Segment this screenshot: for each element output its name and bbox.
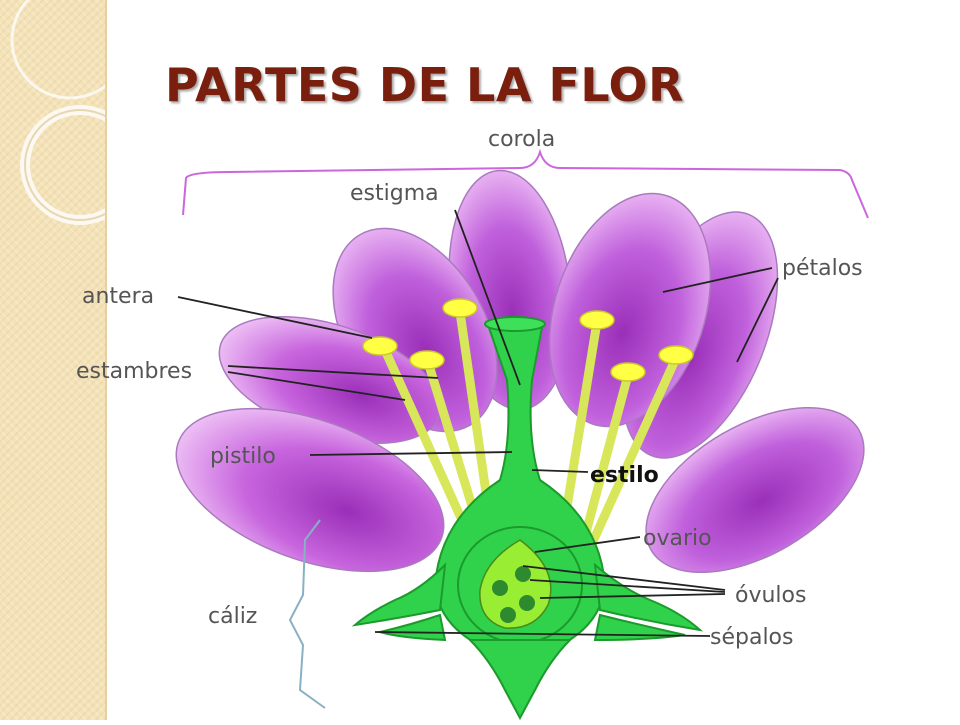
filament xyxy=(585,353,681,553)
leader-estambres xyxy=(227,365,439,379)
anther xyxy=(442,298,478,318)
label-sepalos: sépalos xyxy=(710,625,793,650)
label-ovario: ovario xyxy=(643,526,712,551)
ovule xyxy=(515,566,531,582)
filament xyxy=(575,370,633,560)
leader-petalos xyxy=(662,267,773,293)
label-antera: antera xyxy=(82,284,154,309)
leader-antera xyxy=(177,296,373,339)
label-corola: corola xyxy=(488,127,555,152)
leader-ovario xyxy=(534,536,641,553)
label-estambres: estambres xyxy=(76,359,192,384)
label-estilo: estilo xyxy=(590,463,659,488)
label-estigma: estigma xyxy=(350,181,439,206)
decorative-side-strip xyxy=(0,0,140,720)
leader-ovulos xyxy=(529,579,726,593)
sepal xyxy=(593,562,704,632)
anther xyxy=(610,362,646,382)
petal xyxy=(175,407,445,573)
anther xyxy=(579,310,615,330)
leader-lines xyxy=(177,209,779,637)
label-pistilo: pistilo xyxy=(210,444,276,469)
label-petalos: pétalos xyxy=(782,256,863,281)
pistil xyxy=(433,316,607,662)
corola-bracket xyxy=(182,148,869,219)
sepal xyxy=(351,562,447,627)
leader-estambres xyxy=(227,371,406,401)
leader-ovulos xyxy=(539,593,726,599)
ovule xyxy=(519,595,535,611)
anther xyxy=(409,350,445,370)
leader-sepalos xyxy=(374,631,711,637)
leader-petalos xyxy=(736,277,779,363)
anther xyxy=(362,336,398,356)
anther xyxy=(658,345,694,365)
receptacle xyxy=(467,639,573,720)
labels: corola estigma antera estambres pétalos … xyxy=(76,127,863,650)
stigma xyxy=(484,316,546,332)
ovule xyxy=(500,607,516,623)
label-ovulos: óvulos xyxy=(735,583,806,608)
petal xyxy=(645,406,865,574)
label-caliz: cáliz xyxy=(208,604,257,629)
leader-pistilo xyxy=(309,451,513,456)
ovule xyxy=(492,580,508,596)
sepals xyxy=(351,562,704,720)
slide-title: PARTES DE LA FLOR xyxy=(165,58,685,112)
leader-estilo xyxy=(531,469,589,473)
leader-ovulos xyxy=(522,565,726,591)
caliz-bracket xyxy=(288,519,326,709)
leader-estigma xyxy=(454,209,521,386)
